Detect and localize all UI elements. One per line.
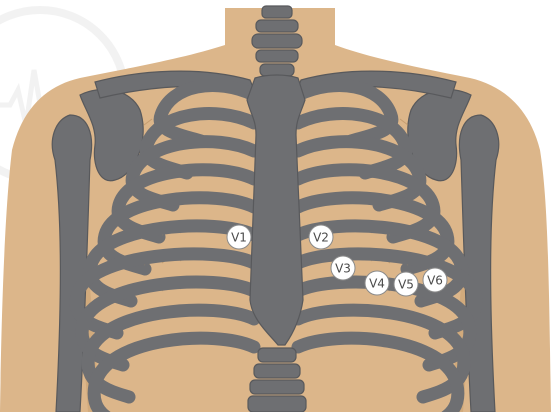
electrode-v5-label: V5 [398,278,414,292]
electrode-v3-label: V3 [335,262,351,276]
electrode-v6-label: V6 [427,274,443,288]
electrode-v3: V3 [331,256,355,280]
electrode-v5: V5 [394,272,418,296]
electrode-v4: V4 [365,271,389,295]
electrode-v6: V6 [423,268,447,292]
electrode-v2: V2 [309,225,333,249]
electrode-v4-label: V4 [369,277,385,291]
electrode-v1: V1 [227,225,251,249]
electrode-v1-label: V1 [231,231,247,245]
electrode-v2-label: V2 [313,231,329,245]
sternum [247,75,305,345]
